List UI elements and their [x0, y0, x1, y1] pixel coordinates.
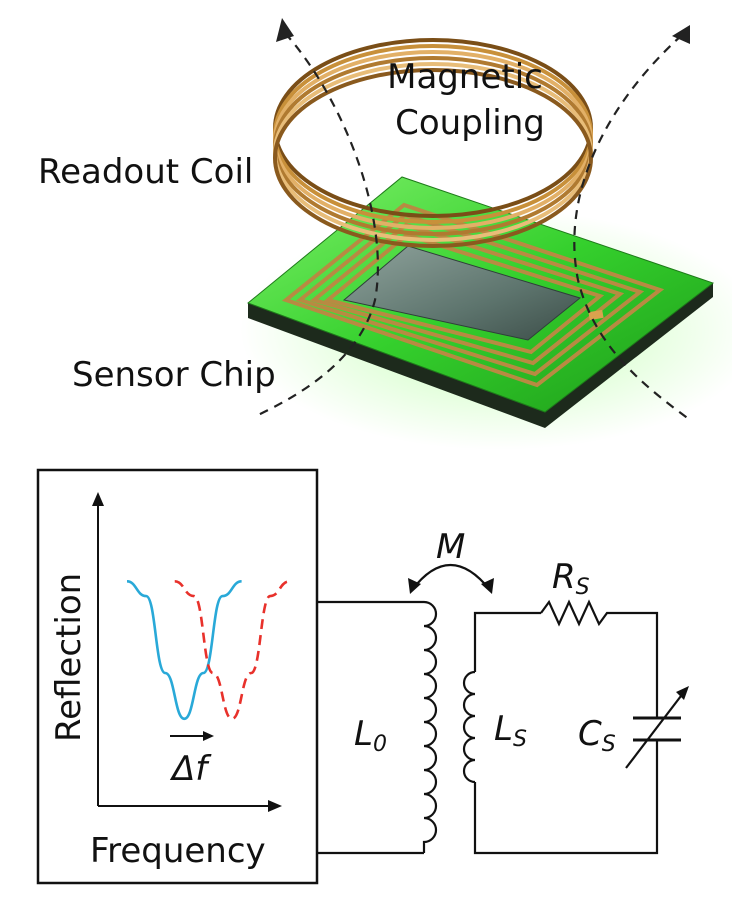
capacitor-variable-arrow — [625, 691, 685, 769]
chip-substrate-edge — [248, 283, 713, 428]
coupling-arrow-right — [481, 578, 494, 594]
magnetic-coupling-label-2: Coupling — [395, 103, 545, 143]
magnetic-field-lines — [257, 32, 691, 421]
delta-f-annotation: Δf — [169, 749, 212, 789]
capacitor-arrow-head — [676, 686, 689, 700]
magnetic-coupling-label-1: Magnetic — [387, 57, 543, 97]
field-arrow-right — [672, 25, 690, 44]
series-line-2 — [174, 580, 290, 721]
readout-coil — [273, 38, 593, 248]
series-line-1 — [126, 580, 242, 721]
coil-pad — [588, 309, 604, 321]
label-m: M — [436, 527, 465, 567]
chart-frame — [36, 468, 319, 885]
illustration: Magnetic Coupling Readout Coil Sensor Ch… — [4, 18, 732, 450]
x-axis-arrow — [268, 800, 282, 812]
wire-ls-top — [473, 611, 541, 672]
label-ls: LS — [494, 709, 527, 752]
shift-arrow-head — [203, 731, 214, 741]
label-rs: RS — [552, 557, 590, 600]
equivalent-circuit — [317, 564, 685, 855]
readout-coil-label: Readout Coil — [38, 152, 253, 192]
label-cs: CS — [578, 714, 616, 757]
coupling-arrow-left — [408, 578, 421, 594]
label-l0: L0 — [354, 714, 387, 757]
chart-series — [126, 580, 290, 721]
field-arrow-left — [276, 18, 294, 42]
inductor-l0 — [422, 600, 438, 853]
y-axis-arrow — [92, 492, 104, 506]
sensor-chip-label: Sensor Chip — [72, 355, 276, 395]
mutual-coupling-arc — [411, 564, 491, 591]
wire-ls-bottom — [473, 740, 659, 855]
sensing-membrane — [342, 245, 582, 341]
y-axis-label: Reflection — [49, 573, 89, 742]
reflection-chart: Δf Reflection Frequency — [36, 468, 319, 885]
resistor-rs — [540, 599, 659, 718]
inductor-ls — [462, 670, 476, 784]
x-axis-label: Frequency — [90, 831, 266, 871]
readout-coil-leads — [4, 100, 286, 130]
